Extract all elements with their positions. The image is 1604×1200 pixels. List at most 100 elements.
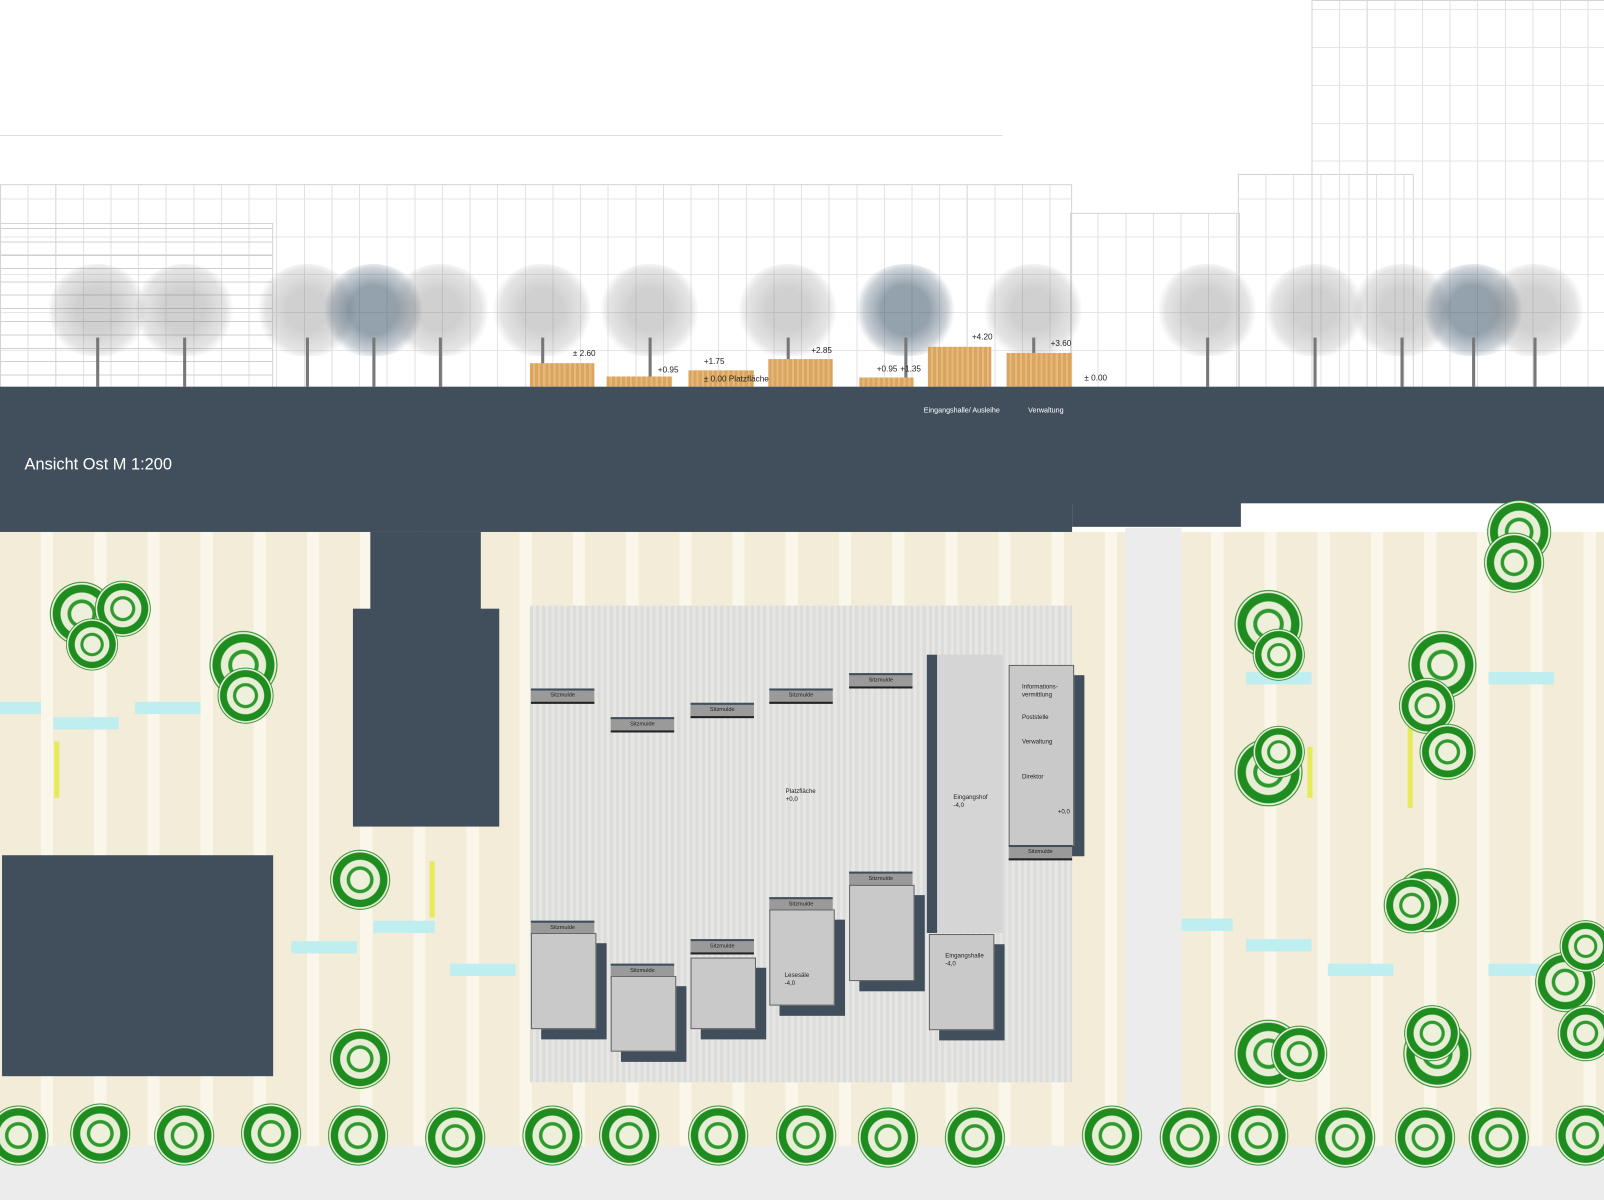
tree-trunk xyxy=(1313,337,1317,387)
level-mark: +4.20 xyxy=(971,332,993,342)
room-group-study xyxy=(849,884,915,982)
plan-tree xyxy=(1227,1104,1289,1167)
sitzmulde-bar: Sitzmulde xyxy=(690,702,754,719)
room-reading-3 xyxy=(690,957,756,1030)
elevation-ground-band xyxy=(0,386,1604,504)
water-strip xyxy=(1488,672,1554,685)
wood-volume xyxy=(606,376,673,387)
water-strip xyxy=(1246,939,1312,952)
water-strip xyxy=(135,701,201,715)
water-strip xyxy=(1327,963,1394,976)
admin-level: +0,0 xyxy=(1057,809,1070,816)
sitzmulde-bar: Sitzmulde xyxy=(690,939,754,955)
plan-tree xyxy=(1383,876,1441,934)
tree-trunk xyxy=(1533,337,1537,387)
plan-tree xyxy=(424,1106,486,1169)
bench-strip xyxy=(54,741,60,798)
tree-trunk xyxy=(305,337,309,387)
tree-trunk xyxy=(1472,337,1476,387)
plan-tree xyxy=(944,1106,1006,1169)
plan-tree xyxy=(1159,1106,1221,1169)
plan-tree xyxy=(1483,531,1545,594)
plan-tree xyxy=(329,849,391,911)
plan-tree xyxy=(240,1102,302,1165)
water-strip xyxy=(373,920,435,933)
level-mark: +1.35 xyxy=(900,364,921,374)
label-entrance-hall: Eingangshalle/ Ausleihe xyxy=(923,407,1000,415)
plan-tree xyxy=(1270,1025,1328,1083)
level-mark: +0.95 xyxy=(657,365,679,375)
label-eingangshof: Eingangshof -4,0 xyxy=(953,794,988,810)
plan-tree xyxy=(69,1102,131,1165)
plan-tree xyxy=(598,1104,660,1167)
level-mark: ± 0.00 Platzfläche xyxy=(703,374,769,384)
plan-tree xyxy=(65,617,119,672)
plan-tree xyxy=(1559,919,1604,973)
plan-tree xyxy=(1314,1106,1376,1169)
admin-room-label: Informations- vermittlung xyxy=(1021,684,1058,699)
tree-trunk xyxy=(904,337,908,387)
elevation-building-modern xyxy=(0,223,274,389)
wood-volume xyxy=(1006,352,1073,387)
building-block xyxy=(2,855,274,1077)
plan-tree xyxy=(216,666,275,725)
plan-tree xyxy=(521,1104,584,1167)
level-mark: ± 2.60 xyxy=(572,348,596,359)
plan-tree xyxy=(1403,1004,1461,1062)
water-strip xyxy=(53,717,119,730)
level-mark: +2.85 xyxy=(811,345,832,355)
plan-tree xyxy=(153,1104,215,1167)
room-reading-4 xyxy=(769,909,835,1006)
plan-tree xyxy=(775,1104,837,1167)
tree-trunk xyxy=(1206,337,1210,387)
label-eingangshalle: Eingangshalle -4,0 xyxy=(945,953,984,968)
level-mark: +0.95 xyxy=(876,364,898,374)
building-block xyxy=(370,531,481,614)
level-mark: ± 0.00 xyxy=(1084,373,1108,383)
plan-tree xyxy=(1554,1104,1604,1167)
level-mark: +1.75 xyxy=(703,357,725,367)
water-strip xyxy=(450,963,516,976)
section-cut xyxy=(0,501,1073,535)
bench-strip xyxy=(1307,746,1313,798)
water-strip xyxy=(291,941,358,954)
sitzmulde-bar: Sitzmulde xyxy=(530,688,595,704)
plan-tree xyxy=(1418,723,1477,781)
tree-trunk xyxy=(96,337,100,387)
water-strip xyxy=(1181,918,1233,931)
wood-volume xyxy=(688,370,754,387)
room-reading-2 xyxy=(610,975,677,1052)
sitzmulde-bar: Sitzmulde xyxy=(769,688,833,704)
label-administration: Verwaltung xyxy=(1028,407,1064,415)
plan-tree xyxy=(1468,1106,1530,1169)
sitzmulde-bar: Sitzmulde xyxy=(1008,844,1073,861)
admin-room-label: Poststelle xyxy=(1021,715,1049,722)
bench-strip xyxy=(1407,695,1413,809)
plan-tree xyxy=(857,1106,919,1169)
elevation-title: Ansicht Ost M 1:200 xyxy=(24,456,172,474)
tree-trunk xyxy=(648,337,652,387)
tree-trunk xyxy=(438,337,442,387)
tree-trunk xyxy=(541,337,545,387)
plan-tree xyxy=(329,1028,391,1090)
entrance-court xyxy=(926,654,1003,933)
label-platzflaeche: Platzfläche +0,0 xyxy=(785,788,816,804)
plan-tree xyxy=(1081,1104,1143,1167)
plan-tree xyxy=(0,1104,50,1167)
tree-trunk xyxy=(1400,337,1404,387)
plan-tree xyxy=(1252,725,1306,779)
tree-trunk xyxy=(372,337,376,387)
section-cut xyxy=(1072,501,1241,527)
water-strip xyxy=(0,701,41,715)
bench-strip xyxy=(429,861,435,918)
wood-volume xyxy=(859,377,914,387)
sitzmulde-bar: Sitzmulde xyxy=(849,673,913,689)
label-lesesaele: Lesesäle -4,0 xyxy=(784,972,810,988)
room-entrance-hall xyxy=(928,933,995,1031)
plan-tree xyxy=(1394,1106,1456,1169)
water-strip xyxy=(1488,963,1540,976)
plan-tree xyxy=(687,1104,749,1167)
plan-tree xyxy=(1252,628,1306,682)
plan-tree xyxy=(327,1104,389,1167)
